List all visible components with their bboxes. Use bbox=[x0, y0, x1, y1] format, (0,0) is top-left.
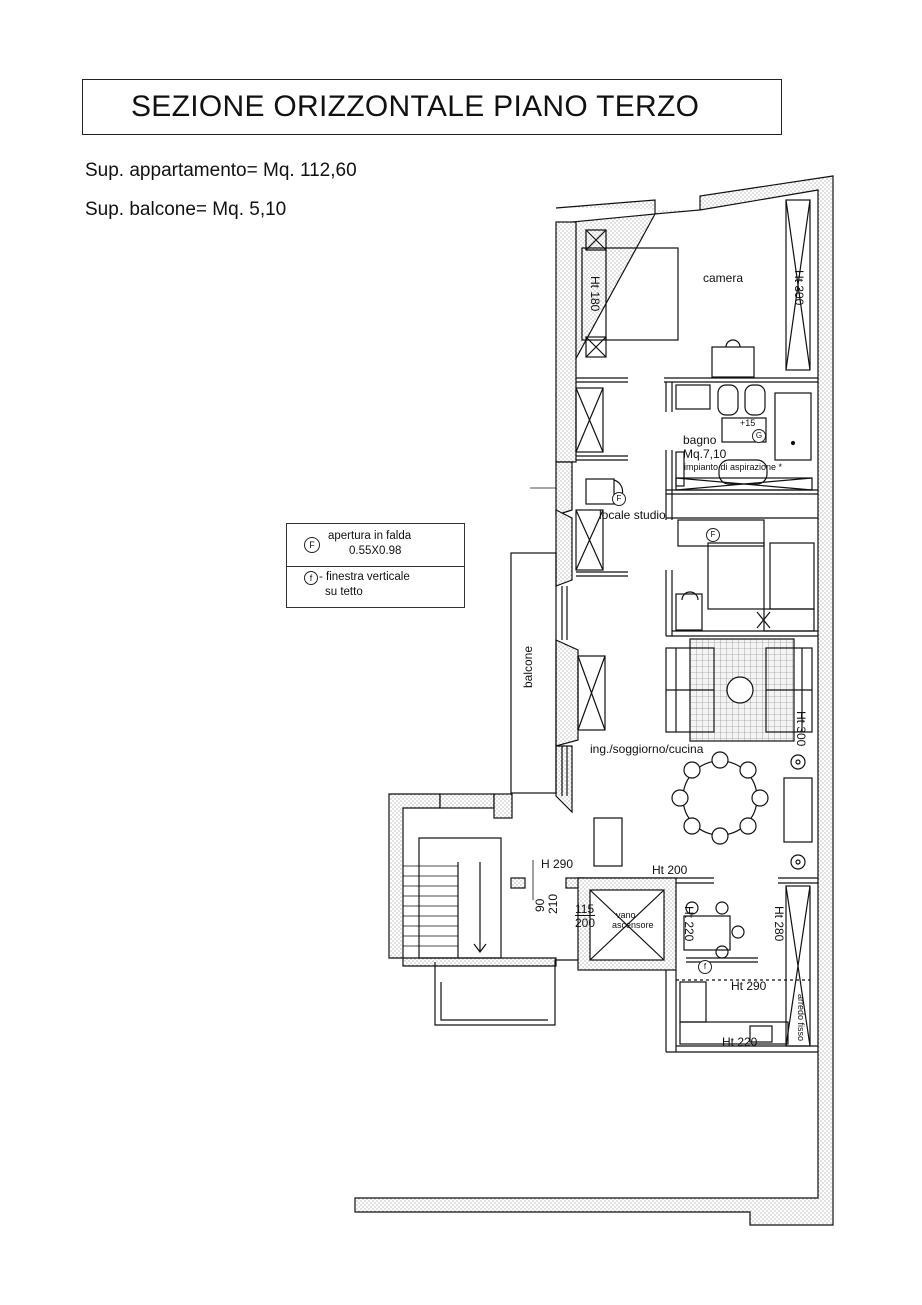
legend-box: F apertura in falda 0.55X0.98 f - finest… bbox=[286, 523, 465, 608]
legend-roof-window-label: - finestra verticale bbox=[319, 571, 410, 583]
height-ht280: Ht 280 bbox=[772, 906, 786, 942]
room-label-camera: camera bbox=[703, 271, 744, 285]
left-wall-mid2 bbox=[555, 509, 573, 587]
roof-window-icon: f bbox=[698, 960, 712, 974]
room-label-bagno: bagno bbox=[683, 433, 717, 447]
height-ht220-b: Ht 220 bbox=[722, 1035, 758, 1049]
door-width-90: 90 bbox=[533, 898, 547, 912]
extraction-label: impianto di aspirazione * bbox=[684, 462, 783, 472]
roof-window-symbol-icon: f bbox=[304, 571, 318, 585]
room-label-balcone: balcone bbox=[521, 645, 535, 688]
lift-115: 115 bbox=[575, 902, 595, 916]
bed bbox=[581, 247, 679, 341]
left-wall-mid bbox=[555, 461, 573, 516]
room-area-bagno: Mq.7,10 bbox=[683, 447, 727, 461]
lift-200: 200 bbox=[575, 915, 596, 930]
boiler-g-icon: G bbox=[752, 429, 766, 443]
balcony bbox=[510, 552, 557, 794]
height-ht300-top: Ht 300 bbox=[792, 270, 806, 306]
skylight-studio-icon: F bbox=[612, 492, 626, 506]
room-label-studio: locale studio bbox=[599, 508, 666, 522]
height-h290: H 290 bbox=[541, 857, 574, 871]
left-wall-mid3 bbox=[555, 639, 579, 747]
legend-skylight-label: apertura in falda bbox=[328, 530, 412, 542]
skylight-living-icon: F bbox=[706, 528, 720, 542]
left-wall-low bbox=[555, 745, 573, 814]
lift-label-vano: vano bbox=[616, 910, 636, 920]
legend-skylight-size: 0.55X0.98 bbox=[349, 545, 402, 557]
room-label-soggiorno: ing./soggiorno/cucina bbox=[590, 742, 704, 756]
height-ht180: Ht 180 bbox=[588, 276, 602, 312]
legend-row-skylight: F apertura in falda 0.55X0.98 bbox=[287, 524, 464, 567]
legend-roof-window-label-2: su tetto bbox=[325, 586, 363, 598]
height-ht220-a: Ht 220 bbox=[682, 906, 696, 942]
drawing-title: SEZIONE ORIZZONTALE PIANO TERZO bbox=[131, 90, 700, 123]
height-ht200: Ht 200 bbox=[652, 863, 688, 877]
height-ht300-mid: Ht 300 bbox=[794, 711, 808, 747]
balcony-surface: Sup. balcone= Mq. 5,10 bbox=[85, 199, 287, 220]
stair-wall bbox=[388, 793, 557, 967]
height-ht290: Ht 290 bbox=[731, 979, 767, 993]
door-height-210: 210 bbox=[546, 893, 560, 914]
bedroom-left-wall bbox=[555, 221, 577, 463]
skylight-symbol-icon: F bbox=[304, 537, 320, 553]
fixed-furniture-label: arredo fisso bbox=[796, 994, 806, 1042]
apartment-surface: Sup. appartamento= Mq. 112,60 bbox=[85, 160, 357, 181]
lift-label-ascensore: ascensore bbox=[612, 920, 654, 930]
title-box: SEZIONE ORIZZONTALE PIANO TERZO bbox=[82, 79, 782, 135]
level-plus15: +15 bbox=[740, 418, 756, 428]
